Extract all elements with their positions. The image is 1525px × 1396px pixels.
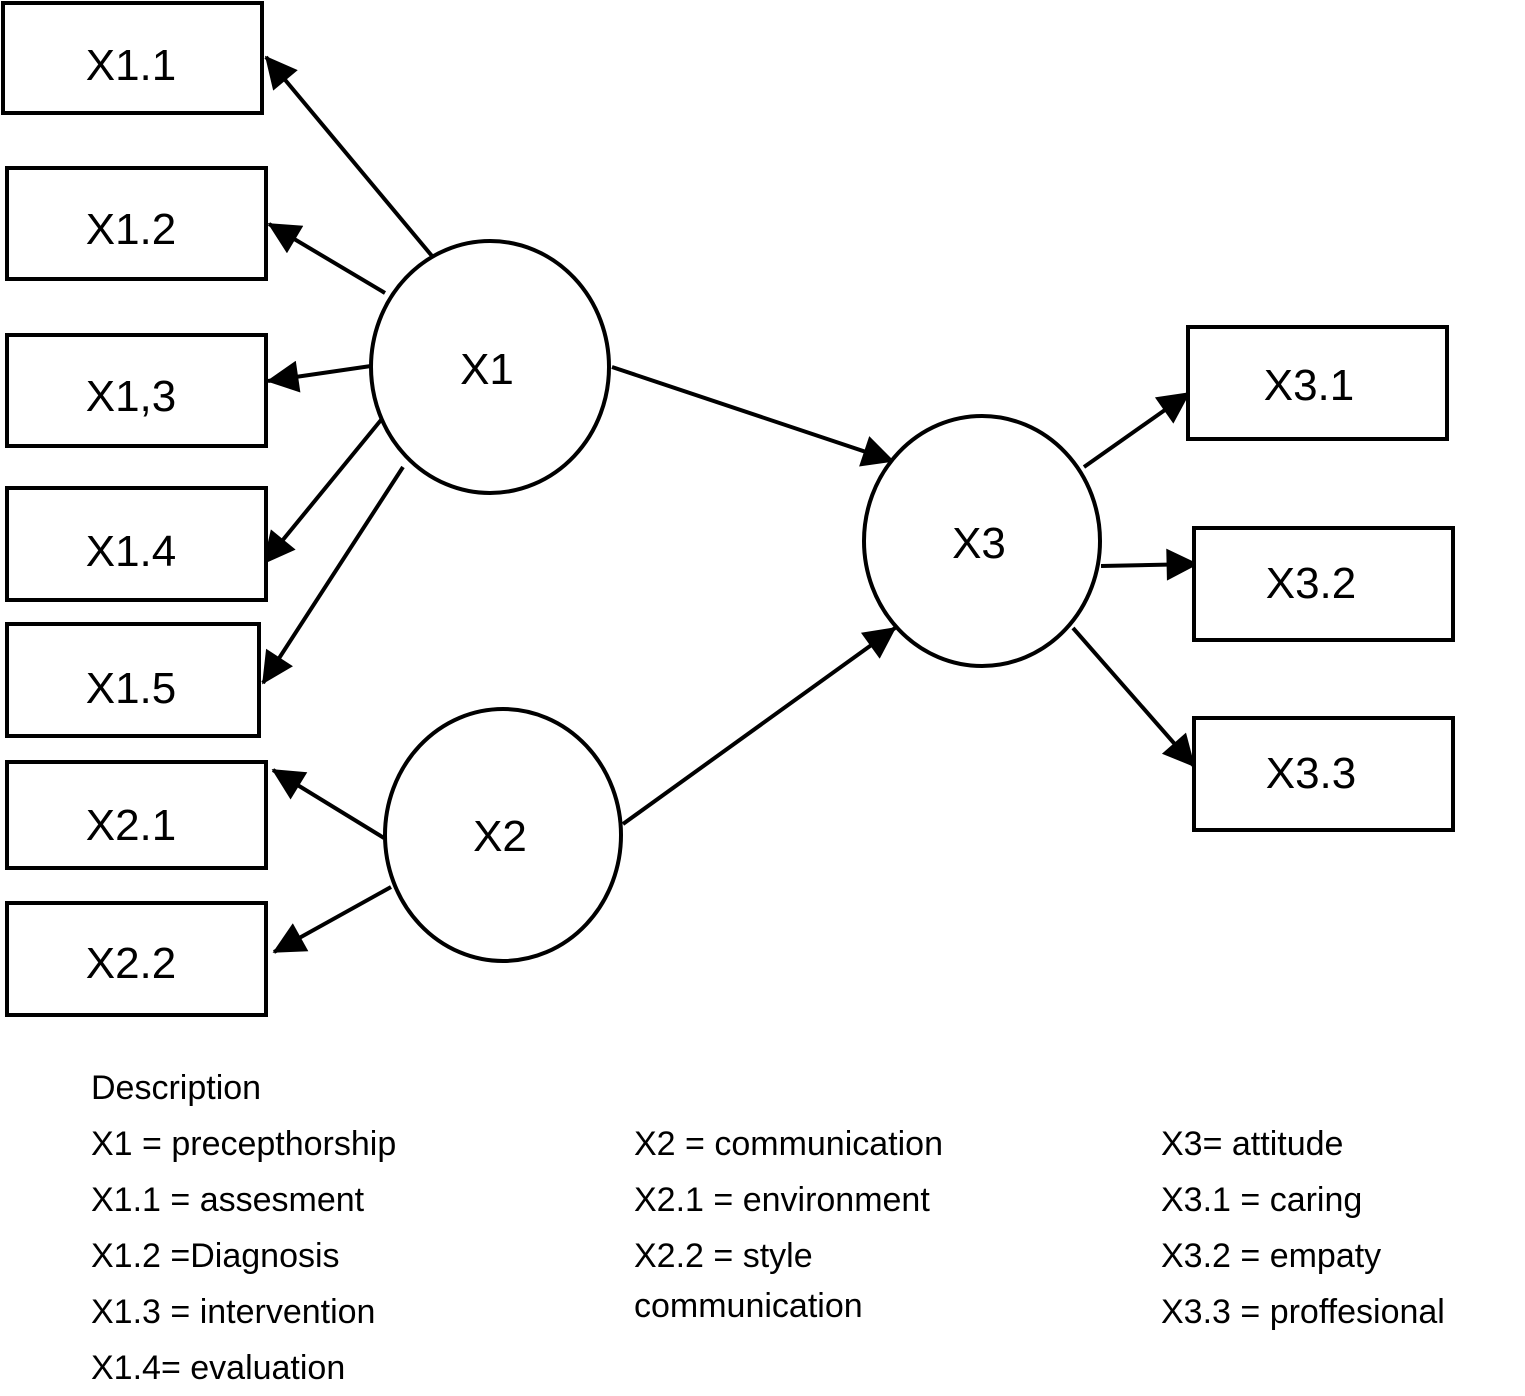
legend-item: X1.4= evaluation bbox=[91, 1349, 346, 1387]
legend-column-x3: X3= attitude X3.1 = caring X3.2 = empaty… bbox=[1161, 1116, 1445, 1340]
indicator-box-x2-1: X2.1 bbox=[5, 760, 268, 870]
arrow-x1-to-x1-1 bbox=[264, 55, 434, 258]
arrow-x3-to-x3-2 bbox=[1100, 548, 1199, 581]
legend-column-x1: X1 = precepthorship X1.1 = assesment X1.… bbox=[91, 1116, 396, 1396]
arrow-x1-to-x3 bbox=[611, 365, 895, 467]
legend-item: X3.1 = caring bbox=[1161, 1181, 1363, 1219]
indicator-label-x1-3: X1,3 bbox=[86, 372, 177, 421]
legend-column-x2: X2 = communication X2.1 = environment X2… bbox=[634, 1116, 943, 1334]
structural-model-diagram: X1.1 X1.2 X1,3 X1.4 X1.5 X2.1 X2.2 X3.1 … bbox=[1, 1, 1455, 1017]
indicator-box-x1-2: X1.2 bbox=[5, 166, 268, 281]
arrow-x1-to-x1-2 bbox=[267, 222, 387, 295]
legend-item-continuation: communication bbox=[634, 1287, 863, 1325]
legend-item: X3= attitude bbox=[1161, 1125, 1344, 1163]
indicator-label-x1-1: X1.1 bbox=[86, 41, 177, 90]
legend-item: X2.1 = environment bbox=[634, 1181, 930, 1219]
legend-item: X3.3 = proffesional bbox=[1161, 1293, 1445, 1331]
legend-item: X2 = communication bbox=[634, 1125, 943, 1163]
structural-arrows bbox=[611, 365, 897, 826]
legend-item: X3.2 = empaty bbox=[1161, 1237, 1382, 1275]
arrow-x1-to-x1-3 bbox=[266, 360, 372, 393]
indicator-box-x1-5: X1.5 bbox=[5, 622, 261, 738]
legend-item: X2.2 = style bbox=[634, 1237, 813, 1275]
legend-item: X1.2 =Diagnosis bbox=[91, 1237, 340, 1275]
construct-label-x2: X2 bbox=[473, 812, 527, 861]
arrow-x1-to-x1-5 bbox=[261, 465, 405, 685]
indicator-label-x1-4: X1.4 bbox=[86, 527, 177, 576]
indicator-label-x3-3: X3.3 bbox=[1266, 749, 1357, 798]
x2-indicator-arrows bbox=[271, 768, 392, 954]
indicator-label-x2-2: X2.2 bbox=[86, 939, 177, 988]
construct-x2: X2 bbox=[383, 707, 623, 963]
construct-x3: X3 bbox=[862, 414, 1102, 668]
indicator-label-x1-5: X1.5 bbox=[86, 664, 177, 713]
legend-title: Description bbox=[91, 1069, 262, 1107]
indicator-label-x3-2: X3.2 bbox=[1266, 559, 1357, 608]
indicator-label-x3-1: X3.1 bbox=[1264, 361, 1355, 410]
arrow-x1-to-x1-4 bbox=[262, 418, 383, 565]
indicator-box-x1-3: X1,3 bbox=[5, 333, 268, 448]
arrow-x3-to-x3-1 bbox=[1082, 391, 1191, 469]
arrow-x2-to-x2-2 bbox=[272, 885, 392, 954]
legend-item: X1.3 = intervention bbox=[91, 1293, 376, 1331]
indicator-box-x3-3: X3.3 bbox=[1192, 716, 1455, 832]
indicator-box-x3-1: X3.1 bbox=[1186, 325, 1449, 441]
arrow-x2-to-x3 bbox=[621, 626, 897, 826]
x3-indicator-arrows bbox=[1071, 391, 1199, 768]
legend-item: X1 = precepthorship bbox=[91, 1125, 397, 1163]
x1-indicator-arrows bbox=[261, 55, 434, 685]
arrow-x3-to-x3-3 bbox=[1071, 626, 1196, 768]
construct-label-x3: X3 bbox=[952, 519, 1006, 568]
indicator-label-x1-2: X1.2 bbox=[86, 205, 177, 254]
indicator-label-x2-1: X2.1 bbox=[86, 801, 177, 850]
arrow-x2-to-x2-1 bbox=[271, 768, 386, 840]
indicator-box-x3-2: X3.2 bbox=[1192, 526, 1455, 642]
indicator-box-x1-4: X1.4 bbox=[5, 486, 268, 602]
indicator-box-x1-1: X1.1 bbox=[1, 1, 264, 115]
indicator-box-x2-2: X2.2 bbox=[5, 901, 268, 1017]
construct-x1: X1 bbox=[369, 239, 611, 495]
construct-label-x1: X1 bbox=[460, 345, 514, 394]
legend-item: X1.1 = assesment bbox=[91, 1181, 365, 1219]
